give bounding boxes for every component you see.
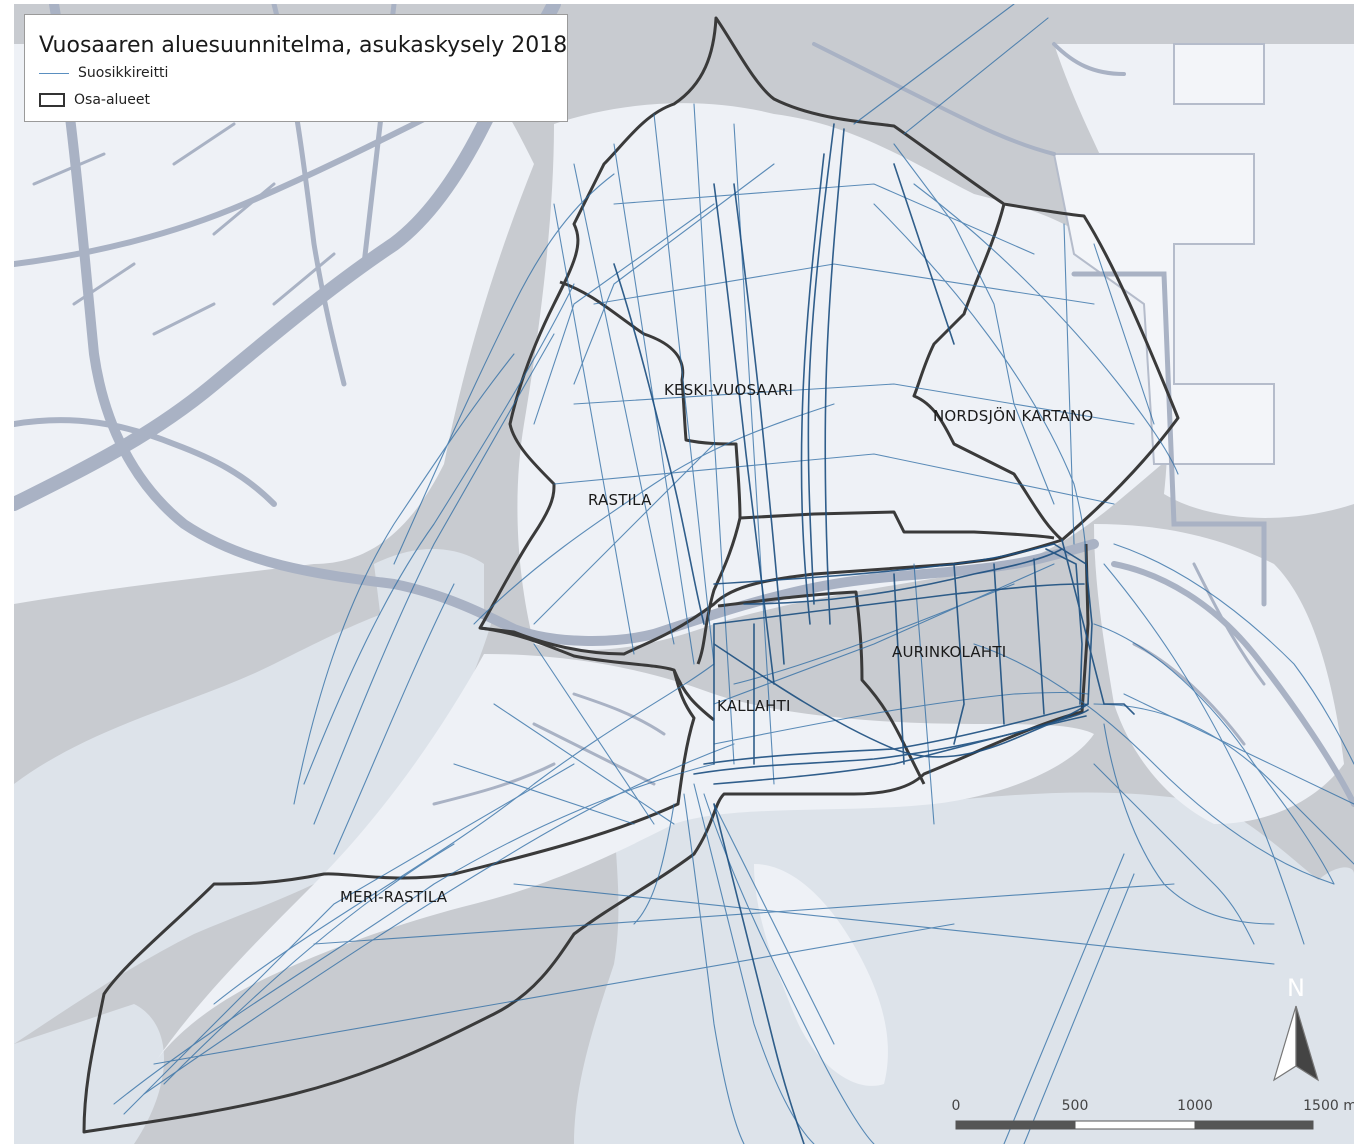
north-arrow-right-half xyxy=(1295,1005,1320,1082)
map-legend: Vuosaaren aluesuunnitelma, asukaskysely … xyxy=(24,14,568,122)
area-label-keski-vuosaari: KESKI-VUOSAARI xyxy=(664,381,793,399)
scale-tick-1000: 1000 xyxy=(1177,1098,1213,1114)
area-label-kallahti: KALLAHTI xyxy=(717,697,791,715)
north-arrow-letter: N xyxy=(1287,974,1305,1002)
subarea-outline-swatch xyxy=(39,93,65,107)
area-label-meri-rastila: MERI-RASTILA xyxy=(340,888,448,906)
north-arrow: N xyxy=(1272,974,1320,1082)
area-label-aurinkolahti: AURINKOLAHTI xyxy=(892,643,1006,661)
urban-layer xyxy=(14,44,1354,1086)
scale-bar-segment-1 xyxy=(955,1120,1076,1130)
route-lines xyxy=(113,4,1354,1144)
legend-title: Vuosaaren aluesuunnitelma, asukaskysely … xyxy=(39,33,568,58)
subarea-outlines xyxy=(82,16,1180,1134)
legend-label-subareas: Osa-alueet xyxy=(74,92,151,108)
area-labels: KESKI-VUOSAARI NORDSJÖN KARTANO RASTILA … xyxy=(340,381,1093,906)
legend-item-routes: Suosikkireitti xyxy=(39,65,168,81)
route-line-swatch xyxy=(39,72,69,74)
legend-label-routes: Suosikkireitti xyxy=(78,65,169,81)
map[interactable]: KESKI-VUOSAARI NORDSJÖN KARTANO RASTILA … xyxy=(14,4,1354,1144)
scale-tick-500: 500 xyxy=(1062,1098,1089,1114)
area-label-nordsjon-kartano: NORDSJÖN KARTANO xyxy=(933,406,1093,425)
scale-bar-segment-2 xyxy=(1074,1120,1196,1130)
map-canvas: KESKI-VUOSAARI NORDSJÖN KARTANO RASTILA … xyxy=(14,4,1354,1144)
scale-tick-0: 0 xyxy=(952,1098,961,1114)
scale-bar-segment-3 xyxy=(1194,1120,1314,1130)
area-label-rastila: RASTILA xyxy=(588,491,652,509)
scale-tick-1500: 1500 m xyxy=(1303,1098,1354,1114)
scale-bar: 0 500 1000 1500 m xyxy=(952,1098,1354,1130)
legend-item-subareas: Osa-alueet xyxy=(39,92,150,108)
